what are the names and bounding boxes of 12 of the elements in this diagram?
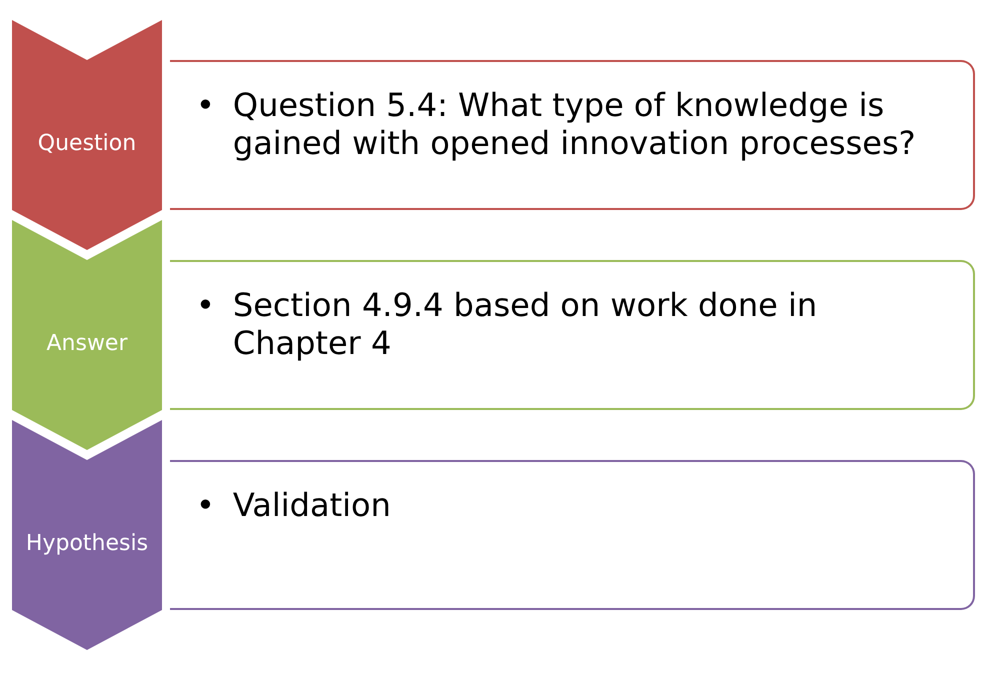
text-panel bbox=[170, 60, 975, 210]
bullet-marker: • bbox=[196, 486, 215, 524]
bullet-marker: • bbox=[196, 86, 215, 124]
chevron-label: Answer bbox=[46, 330, 128, 356]
bullet-text: Question 5.4: What type of knowledge is gained with opened innovation processes? bbox=[232, 86, 917, 163]
chevron-label: Hypothesis bbox=[26, 530, 148, 556]
chevron-label: Question bbox=[38, 130, 136, 156]
text-panel bbox=[170, 260, 975, 410]
bullet-text: Section 4.9.4 based on work done in Chapter 4 bbox=[232, 286, 818, 363]
bullet-marker: • bbox=[196, 286, 215, 324]
text-panel bbox=[170, 460, 975, 610]
bullet-text: Validation bbox=[232, 486, 391, 524]
